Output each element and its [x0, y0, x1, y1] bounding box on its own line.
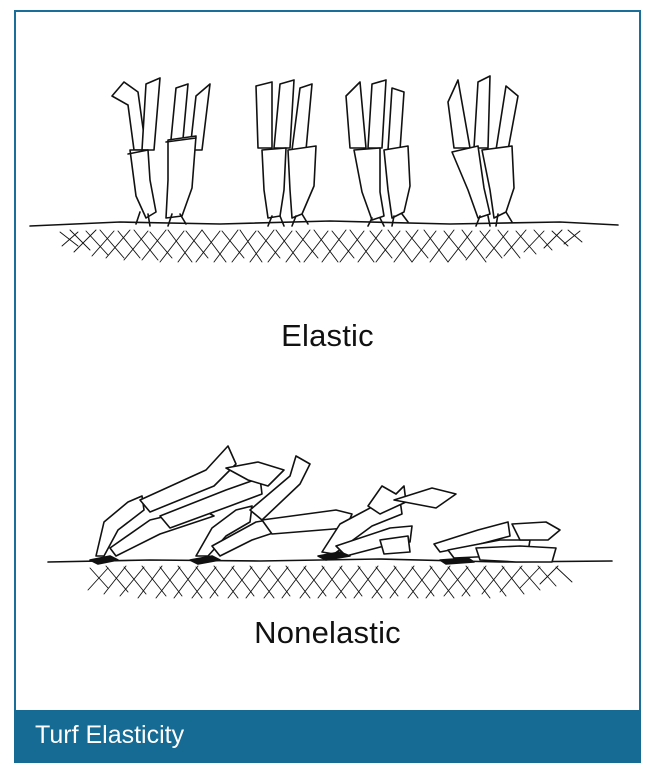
nonelastic-label: Nonelastic [14, 615, 641, 651]
elastic-grass-plant-1 [112, 78, 210, 226]
nonelastic-turf-drawing [48, 446, 612, 598]
elastic-grass-plant-4 [448, 76, 518, 226]
elastic-grass-plant-3 [346, 80, 410, 226]
nonelastic-grass-clump-4 [434, 522, 560, 564]
figure-caption: Turf Elasticity [14, 710, 641, 763]
elastic-grass-plant-2 [256, 80, 316, 226]
elastic-label: Elastic [14, 318, 641, 354]
caption-text: Turf Elasticity [35, 721, 184, 749]
elastic-turf-drawing [30, 76, 618, 262]
nonelastic-soil-hatch [88, 566, 572, 598]
elastic-soil-hatch [60, 230, 582, 262]
